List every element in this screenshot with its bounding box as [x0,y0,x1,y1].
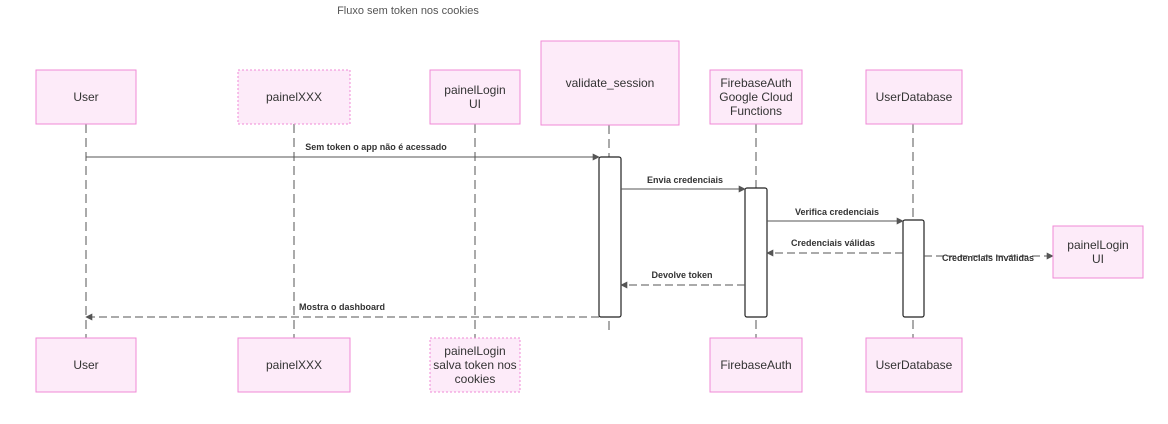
participant-firebase-top-label-line: Google Cloud [719,90,792,104]
diagram-title: Fluxo sem token nos cookies [337,5,479,17]
activations [598,156,925,318]
participant-painellogin-top-label-line: painelLogin [444,83,505,97]
message-arrow: Devolve token [620,270,745,289]
participant-firebase-bottom-rect [709,337,803,393]
participant-user-top-rect [35,69,137,125]
message-label: Devolve token [651,270,712,280]
message-arrow: Credenciais válidas [766,238,903,257]
message-arrow: Sem token o app não é acessado [86,142,600,161]
participant-painellogin-top-rect [429,69,521,125]
participant-painelxxx-top: painelXXX [237,69,351,125]
participant-firebase-bottom: FirebaseAuth [709,337,803,393]
participant-painellogin2-top-label-line: painelLogin [1067,238,1128,252]
participant-user-bottom-label-line: User [73,358,98,372]
participant-boxes: UserUserpainelXXXpainelXXXpainelLoginUIp… [35,40,1144,393]
message-arrow: Mostra o dashboard [85,302,599,321]
participant-painellogin-top-label-line: UI [469,97,481,111]
participant-painellogin-bottom-label-line: salva token nos [433,358,516,372]
participant-validate-top-label-line: validate_session [566,76,655,90]
message-label: Credenciais válidas [791,238,875,248]
lifelines [85,124,914,338]
participant-userdb-top-label-line: UserDatabase [876,90,953,104]
participant-user-bottom: User [35,337,137,393]
message-label: Envia credenciais [647,175,723,185]
participant-firebase-top-label-line: Functions [730,104,782,118]
participant-painelxxx-bottom-label-line: painelXXX [266,358,322,372]
participant-firebase-bottom-label-line: FirebaseAuth [720,358,791,372]
participant-painellogin-bottom-rect [429,337,521,393]
participant-validate-top: validate_session [540,40,680,126]
participant-painellogin-bottom-label-line: cookies [455,372,496,386]
activation-userdb [902,219,925,318]
message-arrow: Verifica credenciais [767,207,904,225]
participant-userdb-bottom: UserDatabase [865,337,963,393]
participant-user-top-label-line: User [73,90,98,104]
message-label: Credenciais inválidas [942,253,1034,263]
activation-firebase [744,187,768,318]
activation-validate [598,156,622,318]
message-arrow: Credenciais inválidas [924,252,1054,263]
participant-painelxxx-bottom: painelXXX [237,337,351,393]
participant-painelxxx-top-rect [237,69,351,125]
participant-userdb-bottom-rect [865,337,963,393]
participant-userdb-top: UserDatabase [865,69,963,125]
participant-painellogin2-top-label-line: UI [1092,252,1104,266]
participant-validate-top-rect [540,40,680,126]
message-label: Sem token o app não é acessado [305,142,447,152]
participant-painellogin2-top-rect [1052,225,1144,279]
message-arrow: Envia credenciais [621,175,746,193]
participant-firebase-top-label-line: FirebaseAuth [720,76,791,90]
participant-painelxxx-top-label-line: painelXXX [266,90,322,104]
participant-painelxxx-bottom-rect [237,337,351,393]
participant-userdb-bottom-label-line: UserDatabase [876,358,953,372]
participant-firebase-top-rect [709,69,803,125]
participant-user-bottom-rect [35,337,137,393]
message-label: Mostra o dashboard [299,302,385,312]
participant-user-top: User [35,69,137,125]
message-label: Verifica credenciais [795,207,879,217]
participant-painellogin-bottom-label-line: painelLogin [444,344,505,358]
participant-userdb-top-rect [865,69,963,125]
